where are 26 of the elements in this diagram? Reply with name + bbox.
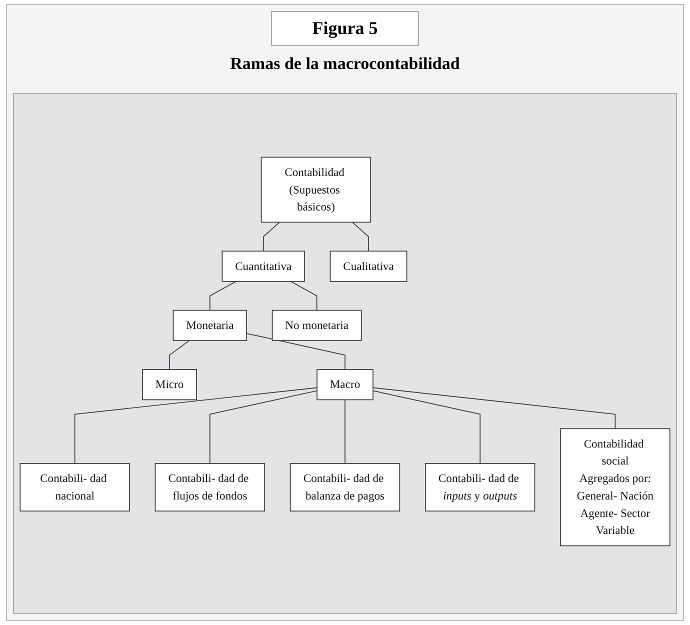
connector (372, 390, 480, 464)
figure-number: Figura 5 (271, 11, 419, 46)
connector (210, 280, 236, 310)
node-box (154, 462, 265, 511)
connector (372, 386, 616, 429)
connector (210, 390, 318, 464)
node-box (425, 462, 536, 511)
diagram-panel: Contabilidad (Supuestos básicos) Cuantitativa Cualitativa Monetaria No monetaria Micro Macro Contabili- dad nacional Contabili- dad de flujos de fondos Contabili- dad de balanza de pagos Contabili- dad de inputs y outputs Contabilidad social Agregados por: General- Nación Agente- Sector Variable (13, 93, 677, 614)
node-box (222, 250, 305, 282)
node-box (142, 368, 197, 400)
node-box (290, 462, 400, 511)
connector (262, 221, 280, 252)
connector (290, 280, 318, 310)
connector (246, 332, 346, 370)
node-box (330, 250, 408, 282)
node-box (272, 309, 362, 340)
diagram-title: Ramas de la macrocontabilidad (229, 54, 461, 74)
node-box (316, 368, 374, 400)
node-box (260, 156, 372, 222)
connector (169, 340, 190, 370)
node-box (20, 462, 130, 511)
node-box (172, 309, 247, 340)
connector (74, 386, 318, 464)
connector (352, 221, 369, 252)
connector (344, 398, 346, 464)
node-box (560, 428, 670, 546)
